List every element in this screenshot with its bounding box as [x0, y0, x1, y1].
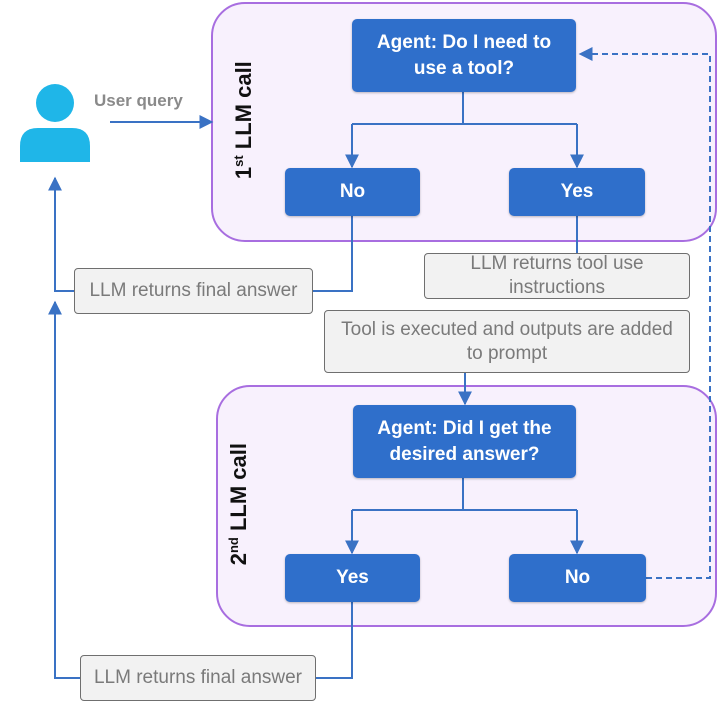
tool-executed-note: Tool is executed and outputs are added t…: [324, 310, 690, 373]
yes-to-final-line: [316, 602, 353, 679]
call2-no-box: No: [509, 554, 646, 602]
no-to-final-line: [313, 216, 353, 292]
final-to-user-line: [48, 176, 75, 292]
call2-yes-box: Yes: [285, 554, 420, 602]
final-answer-note-2: LLM returns final answer: [80, 655, 316, 701]
call1-no-box: No: [285, 168, 420, 216]
final-answer-note-1: LLM returns final answer: [74, 268, 313, 314]
branch-1-bar: [352, 92, 577, 125]
user-query-label: User query: [94, 91, 183, 110]
final2-to-user-line: [48, 300, 80, 679]
first-llm-call-label: 1st LLM call: [230, 61, 257, 180]
question-1-box: Agent: Do I need to use a tool?: [352, 19, 576, 92]
second-llm-call-label: 2nd LLM call: [225, 443, 252, 566]
person-icon: [20, 84, 90, 162]
question-2-box: Agent: Did I get the desired answer?: [353, 405, 576, 478]
branch-2-bar: [352, 478, 577, 511]
tool-instructions-note: LLM returns tool use instructions: [424, 253, 690, 299]
call1-yes-box: Yes: [509, 168, 645, 216]
retry-loop-line: [578, 47, 711, 579]
